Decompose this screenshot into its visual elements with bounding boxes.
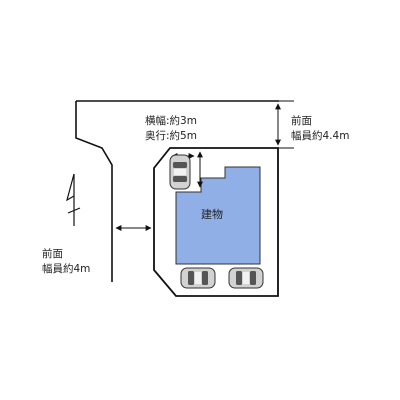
top-road-width-dimension bbox=[271, 100, 294, 149]
left-road-label-line1: 前面 bbox=[42, 247, 63, 260]
top-road-label-line1: 前面 bbox=[291, 114, 312, 127]
parking-depth-label: 奥行:約5m bbox=[145, 129, 197, 142]
car-icon bbox=[169, 154, 191, 190]
north-arrow-icon bbox=[66, 173, 81, 226]
left-road-label-line2: 幅員約4m bbox=[42, 262, 90, 275]
car-icon bbox=[180, 267, 216, 289]
building-label: 建物 bbox=[201, 207, 223, 221]
top-road-label-line2: 幅員約4.4m bbox=[291, 129, 349, 142]
building: 建物 bbox=[175, 166, 261, 265]
car-icon bbox=[228, 267, 264, 289]
road-boundary bbox=[75, 100, 279, 282]
parking-width-label: 横幅:約3m bbox=[145, 114, 197, 127]
